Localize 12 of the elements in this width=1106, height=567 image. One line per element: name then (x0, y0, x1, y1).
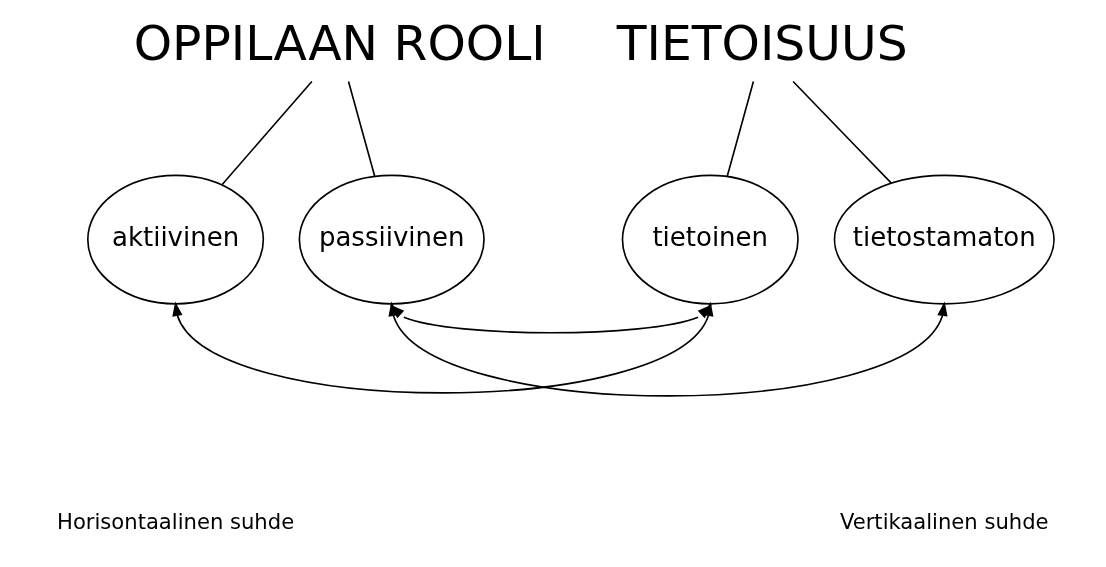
node-text: OPPILAAN ROOLI (133, 15, 546, 72)
connector (221, 80, 313, 186)
connector (792, 80, 892, 184)
node-ellipse: tietostamaton (833, 174, 1055, 305)
connector (347, 80, 376, 177)
node-text: TIETOISUUS (616, 15, 908, 72)
label: Horisontaalinen suhde (57, 508, 295, 534)
node-ellipse: aktiivinen (87, 174, 265, 305)
node-ellipse: passiivinen (298, 174, 485, 305)
connector (726, 80, 755, 177)
node-ellipse: tietoinen (621, 174, 799, 305)
label: Vertikaalinen suhde (839, 508, 1049, 534)
